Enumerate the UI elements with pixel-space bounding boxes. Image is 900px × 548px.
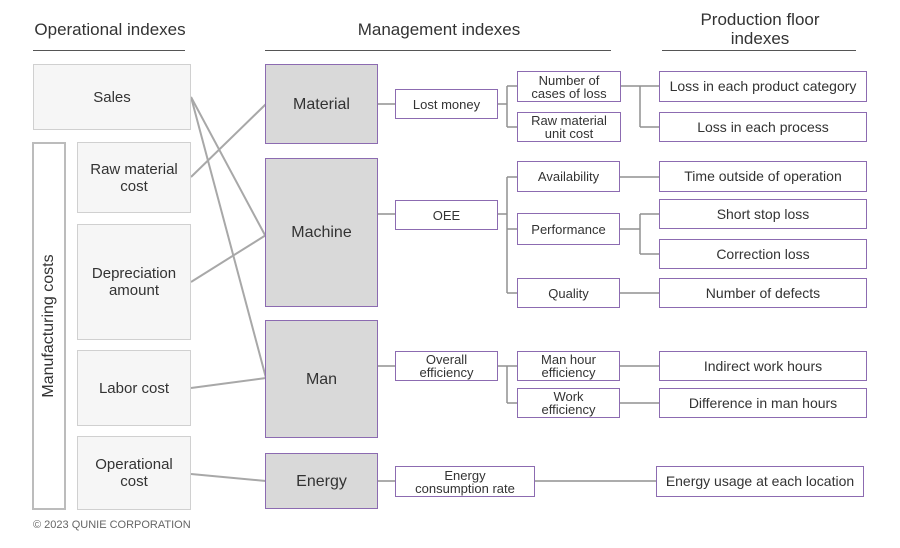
raw-unit-cost-line2: unit cost (544, 126, 594, 141)
depreciation-line1: Depreciation (91, 265, 177, 282)
energy-consumption-box: Energy consumption rate (395, 466, 535, 497)
operational-cost-line1: Operational (95, 456, 173, 473)
lost-money-label: Lost money (412, 96, 481, 112)
header-operational-underline (33, 50, 185, 51)
header-production: Production floor indexes (660, 10, 860, 48)
oee-label: OEE (432, 207, 461, 223)
header-operational: Operational indexes (34, 20, 186, 39)
header-management: Management indexes (357, 20, 521, 39)
defects-label: Number of defects (705, 284, 821, 301)
operational-cost-box: Operational cost (77, 436, 191, 510)
performance-label: Performance (531, 221, 606, 237)
energy-consumption-line1: Energy (444, 467, 486, 483)
man-label: Man (305, 370, 338, 388)
loss-process-box: Loss in each process (659, 112, 867, 142)
header-production-line1: Production floor (700, 10, 820, 29)
labor-cost-label: Labor cost (98, 379, 170, 397)
raw-material-cost-box: Raw material cost (77, 142, 191, 213)
energy-consumption-line2: consumption rate (415, 480, 515, 496)
raw-unit-cost-line1: Raw material (531, 113, 607, 128)
labor-cost-box: Labor cost (77, 350, 191, 426)
header-management-underline (265, 50, 611, 51)
manufacturing-costs-label: Manufacturing costs (40, 254, 57, 398)
performance-box: Performance (517, 213, 620, 245)
cases-of-loss-box: Number of cases of loss (517, 71, 621, 102)
raw-unit-cost-box: Raw material unit cost (517, 112, 621, 142)
diff-man-hours-label: Difference in man hours (688, 394, 838, 411)
short-stop-box: Short stop loss (659, 199, 867, 229)
quality-box: Quality (517, 278, 620, 308)
sales-box: Sales (33, 64, 191, 130)
header-production-underline (662, 50, 856, 51)
work-efficiency-line1: Work (553, 389, 584, 404)
short-stop-label: Short stop loss (716, 205, 810, 222)
man-hour-efficiency-line1: Man hour (541, 352, 596, 367)
loss-category-label: Loss in each product category (669, 78, 857, 94)
correction-loss-label: Correction loss (716, 245, 810, 262)
energy-location-label: Energy usage at each location (665, 473, 855, 489)
quality-label: Quality (548, 285, 589, 301)
machine-label: Machine (291, 224, 352, 241)
overall-efficiency-box: Overall efficiency (395, 351, 498, 381)
depreciation-box: Depreciation amount (77, 224, 191, 340)
overall-efficiency-line2: efficiency (419, 365, 474, 380)
indirect-hours-label: Indirect work hours (703, 357, 823, 374)
energy-box: Energy (265, 453, 378, 509)
correction-loss-box: Correction loss (659, 239, 867, 269)
energy-location-box: Energy usage at each location (656, 466, 864, 497)
overall-efficiency-line1: Overall (425, 352, 468, 367)
material-label: Material (293, 95, 350, 113)
cases-of-loss-line1: Number of (538, 72, 600, 88)
time-outside-box: Time outside of operation (659, 161, 867, 192)
copyright-text: © 2023 QUNIE CORPORATION (33, 519, 191, 531)
material-box: Material (265, 64, 378, 144)
man-hour-efficiency-box: Man hour efficiency (517, 351, 620, 381)
man-hour-efficiency-line2: efficiency (541, 365, 596, 380)
loss-category-box: Loss in each product category (659, 71, 867, 102)
defects-box: Number of defects (659, 278, 867, 308)
machine-box: Machine (265, 158, 378, 307)
diff-man-hours-box: Difference in man hours (659, 388, 867, 418)
man-box: Man (265, 320, 378, 438)
availability-label: Availability (537, 169, 600, 184)
sales-label: Sales (93, 88, 131, 106)
raw-material-cost-line2: cost (120, 177, 148, 195)
work-efficiency-box: Work efficiency (517, 388, 620, 418)
time-outside-label: Time outside of operation (684, 168, 842, 184)
manufacturing-costs-bracket (32, 142, 66, 510)
cases-of-loss-line2: cases of loss (531, 85, 607, 101)
loss-process-label: Loss in each process (697, 118, 829, 135)
energy-label: Energy (296, 472, 347, 490)
depreciation-line2: amount (108, 282, 160, 299)
oee-box: OEE (395, 200, 498, 230)
indirect-hours-box: Indirect work hours (659, 351, 867, 381)
work-efficiency-line2: efficiency (541, 402, 596, 417)
operational-cost-line2: cost (120, 473, 148, 490)
availability-box: Availability (517, 161, 620, 192)
header-production-line2: indexes (730, 29, 790, 48)
lost-money-box: Lost money (395, 89, 498, 119)
raw-material-cost-line1: Raw material (90, 160, 178, 178)
